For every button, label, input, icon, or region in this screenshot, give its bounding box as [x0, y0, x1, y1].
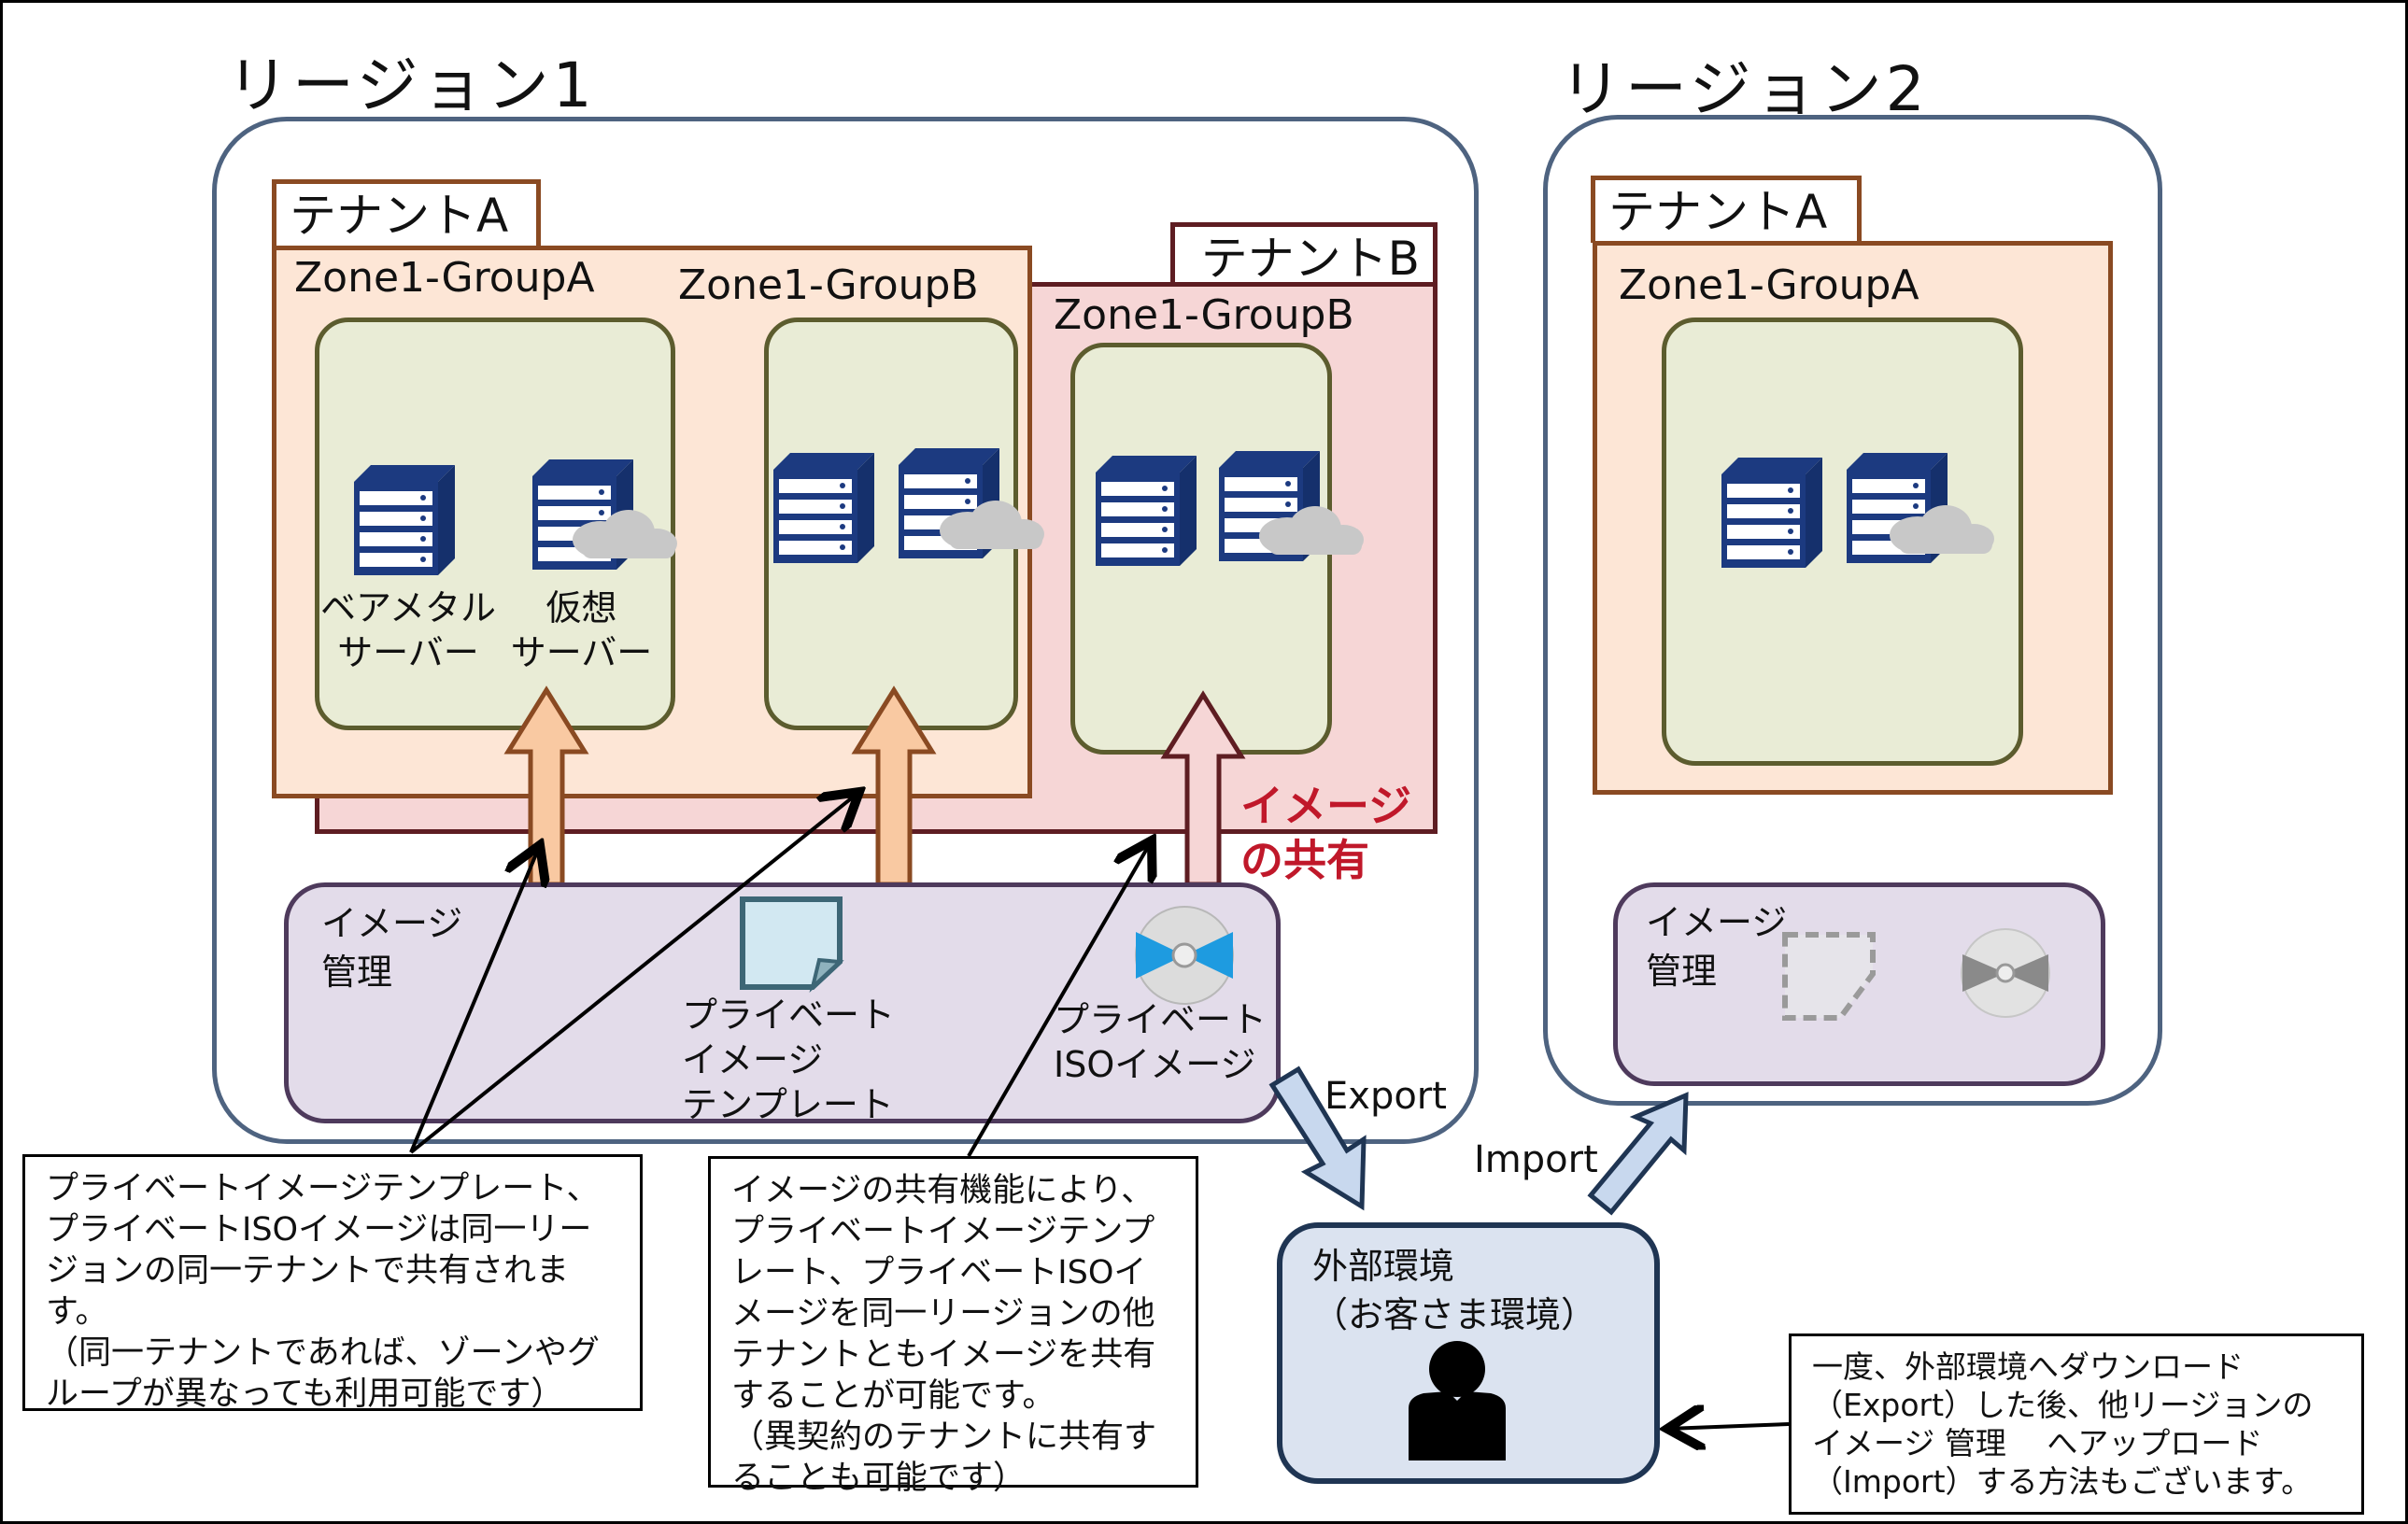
external-environment-label: 外部環境 （お客さま環境） — [1312, 1242, 1596, 1339]
placeholder-template-icon — [1782, 932, 1876, 1021]
region1-title: リージョン1 — [227, 49, 596, 121]
callout-line — [967, 840, 1152, 1158]
note2-line: プライベートイメージテンプ — [731, 1213, 1155, 1250]
region2-mgmt-label-line2: 管理 — [1646, 951, 1718, 992]
region2-tenant-a-tab: テナントA — [1591, 176, 1862, 243]
note2-line: することが可能です。 — [731, 1377, 1055, 1415]
note-image-sharing: イメージの共有機能により、 プライベートイメージテンプ レート、プライベートIS… — [708, 1156, 1198, 1497]
iso-label-line1: プライベート — [1054, 999, 1268, 1040]
virtual-server-label: 仮想 サーバー — [504, 586, 659, 675]
user-icon — [1409, 1341, 1506, 1460]
image-management-label: イメージ 管理 — [321, 899, 462, 996]
tenant-b-tab: テナントB — [1170, 222, 1438, 286]
tenant-a-tab: テナントA — [272, 179, 541, 247]
note3-line: （Export）した後、他リージョンの — [1812, 1387, 2314, 1423]
private-image-template-icon — [740, 896, 844, 993]
iso-label-line2: ISOイメージ — [1054, 1044, 1256, 1085]
note3-line: 一度、外部環境へダウンロード — [1812, 1348, 2244, 1385]
external-title-line2: （お客さま環境） — [1312, 1294, 1597, 1335]
tenant-b-zone-label: Zone1-GroupB — [1054, 291, 1354, 339]
bare-metal-label: ベアメタル サーバー — [319, 586, 497, 675]
callout-line — [1667, 1424, 1790, 1429]
region2-mgmt-label-line1: イメージ — [1646, 902, 1788, 943]
private-image-template-label: プライベート イメージ テンプレート — [682, 993, 895, 1127]
region2-title: リージョン2 — [1560, 53, 1929, 125]
image-sharing-label: イメージ の共有 — [1240, 779, 1411, 887]
region2-image-management-label: イメージ 管理 — [1646, 898, 1787, 995]
placeholder-iso-icon — [1961, 928, 2050, 1018]
note1-line: ジョンの同一テナントで共有されます。 — [46, 1252, 570, 1331]
image-sharing-label-line1: イメージ — [1240, 781, 1412, 831]
note1-line: （同一テナントであれば、ゾーンやグ — [46, 1334, 600, 1372]
image-management-label-line1: イメージ — [321, 903, 463, 944]
private-iso-image-label: プライベート ISOイメージ — [1054, 997, 1267, 1087]
note-export-import: 一度、外部環境へダウンロード （Export）した後、他リージョンの イメージ … — [1789, 1334, 2364, 1515]
template-label-line1: プライベート — [682, 995, 896, 1036]
note2-line: メージを同一リージョンの他 — [731, 1295, 1155, 1333]
note2-line: レート、プライベートISOイ — [731, 1254, 1147, 1291]
bare-metal-label-line2: サーバー — [337, 632, 479, 673]
note-same-tenant: プライベートイメージテンプレート、 プライベートISOイメージは同一リー ジョン… — [22, 1154, 643, 1413]
external-title-line1: 外部環境 — [1312, 1246, 1455, 1287]
region2-zone-label: Zone1-GroupA — [1619, 261, 1919, 309]
import-arrow — [1587, 1092, 1689, 1216]
private-iso-image-icon — [1135, 906, 1234, 1005]
note1-line: プライベートイメージテンプレート、 — [46, 1170, 600, 1207]
bare-metal-label-line1: ベアメタル — [319, 587, 497, 628]
note2-line: テナントともイメージを共有 — [731, 1336, 1156, 1374]
callout-line — [409, 792, 859, 1154]
image-management-label-line2: 管理 — [321, 952, 393, 993]
virtual-label-line2: サーバー — [510, 632, 653, 673]
export-label: Export — [1324, 1075, 1447, 1118]
import-label: Import — [1474, 1138, 1598, 1181]
note2-line: ることも可能です） — [731, 1460, 1027, 1497]
virtual-label-line1: 仮想 — [545, 587, 617, 628]
export-arrow — [1268, 1065, 1367, 1211]
callout-line — [409, 845, 540, 1153]
tenant-a-zone-label-a: Zone1-GroupA — [294, 254, 595, 302]
template-label-line3: テンプレート — [682, 1084, 894, 1125]
note2-line: （異契約のテナントに共有す — [731, 1418, 1157, 1456]
note3-line: （Import）する方法もございます。 — [1812, 1463, 2313, 1500]
image-sharing-label-line2: の共有 — [1240, 835, 1369, 885]
note1-line: プライベートISOイメージは同一リー — [46, 1211, 592, 1249]
note1-line: ループが異なっても利用可能です） — [46, 1376, 564, 1413]
note2-line: イメージの共有機能により、 — [731, 1172, 1154, 1209]
note3-line: イメージ 管理 へアップロード — [1812, 1425, 2263, 1461]
template-label-line2: イメージ — [682, 1039, 824, 1080]
tenant-a-zone-label-b: Zone1-GroupB — [678, 261, 979, 309]
